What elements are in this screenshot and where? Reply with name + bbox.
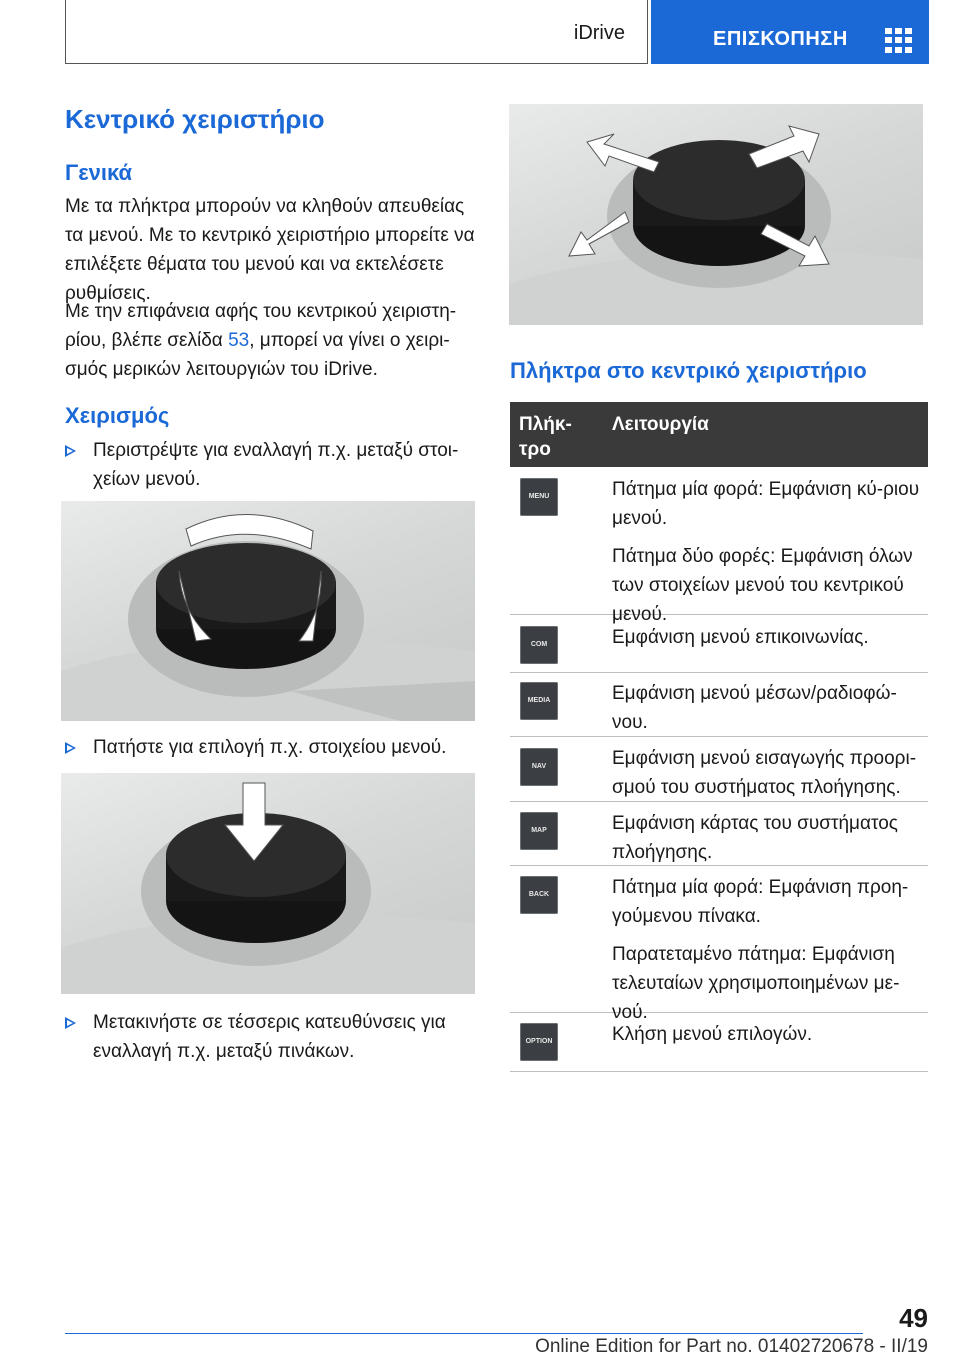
row-text: Παρατεταμένο πάτημα: Εμφάνιση τελευταίων… bbox=[612, 944, 900, 1023]
row-text: Εμφάνιση μενού επικοινωνίας. bbox=[612, 627, 869, 648]
page-number: 49 bbox=[899, 1303, 928, 1333]
page-title: Κεντρικό χειριστήριο bbox=[65, 104, 325, 134]
row-text: Πάτημα δύο φορές: Εμφάνιση όλων των στοι… bbox=[612, 546, 913, 625]
column-header-function: Λειτουργία bbox=[612, 414, 709, 435]
table-row: NAV Εμφάνιση μενού εισαγωγής προορι‐σμού… bbox=[510, 737, 928, 802]
bullet-press: Πατήστε για επιλογή π.χ. στοιχείου μενού… bbox=[65, 733, 475, 762]
row-text: Εμφάνιση κάρτας του συστήματος πλοήγησης… bbox=[612, 813, 898, 863]
table-row: COM Εμφάνιση μενού επικοινωνίας. bbox=[510, 615, 928, 673]
table-row: MAP Εμφάνιση κάρτας του συστήματος πλοήγ… bbox=[510, 802, 928, 866]
nav-key-icon: NAV bbox=[520, 748, 558, 786]
table-row: MEDIA Εμφάνιση μενού μέσων/ραδιοφώ‐νου. bbox=[510, 673, 928, 737]
row-text: Πάτημα μία φορά: Εμφάνιση κύ‐ριου μενού. bbox=[612, 479, 920, 529]
general-paragraph-2: Με την επιφάνεια αφής του κεντρικού χειρ… bbox=[65, 301, 457, 380]
table-row: OPTION Κλήση μενού επιλογών. bbox=[510, 1013, 928, 1072]
general-paragraph-1: Με τα πλήκτρα μπορούν να κληθούν απευθεί… bbox=[65, 196, 475, 304]
controller-rotate-image bbox=[61, 501, 475, 721]
page-link[interactable]: 53 bbox=[228, 330, 250, 351]
bullet-triangle-icon bbox=[65, 445, 76, 457]
bullet-triangle-icon bbox=[65, 742, 76, 754]
com-key-icon: COM bbox=[520, 626, 558, 664]
row-text: Πάτημα μία φορά: Εμφάνιση προη‐γούμενου … bbox=[612, 877, 909, 927]
bullet-triangle-icon bbox=[65, 1017, 76, 1029]
column-header-key: Πλήκ‐τρο bbox=[519, 414, 572, 460]
keys-heading: Πλήκτρα στο κεντρικό χειριστήριο bbox=[510, 358, 867, 383]
controller-press-image bbox=[61, 773, 475, 994]
back-key-icon: BACK bbox=[520, 876, 558, 914]
header-frame: iDrive bbox=[65, 0, 648, 64]
grid-menu-icon bbox=[885, 28, 912, 53]
chapter-tab[interactable]: ΕΠΙΣΚΟΠΗΣΗ bbox=[651, 0, 929, 64]
operation-heading: Χειρισμός bbox=[65, 403, 170, 428]
map-key-icon: MAP bbox=[520, 812, 558, 850]
bullet-move: Μετακινήστε σε τέσσερις κατευθύνσεις για… bbox=[65, 1008, 475, 1066]
controller-move-image bbox=[509, 104, 923, 325]
footer-divider bbox=[65, 1333, 863, 1334]
section-title: iDrive bbox=[573, 22, 625, 44]
footer-edition: Online Edition for Part no. 01402720678 … bbox=[535, 1336, 928, 1357]
option-key-icon: OPTION bbox=[520, 1023, 558, 1061]
table-header: Πλήκ‐τρο Λειτουργία bbox=[510, 402, 928, 467]
table-row: MENU Πάτημα μία φορά: Εμφάνιση κύ‐ριου μ… bbox=[510, 467, 928, 625]
general-heading: Γενικά bbox=[65, 160, 133, 185]
keys-table: Πλήκ‐τρο Λειτουργία MENU Πάτημα μία φορά… bbox=[510, 402, 928, 1072]
menu-key-icon: MENU bbox=[520, 478, 558, 516]
table-row: BACK Πάτημα μία φορά: Εμφάνιση προη‐γούμ… bbox=[510, 866, 928, 1023]
chapter-title: ΕΠΙΣΚΟΠΗΣΗ bbox=[713, 28, 848, 50]
row-text: Εμφάνιση μενού μέσων/ραδιοφώ‐νου. bbox=[612, 683, 897, 733]
bullet-rotate: Περιστρέψτε για εναλλαγή π.χ. μεταξύ στο… bbox=[65, 436, 475, 494]
row-text: Κλήση μενού επιλογών. bbox=[612, 1024, 813, 1045]
media-key-icon: MEDIA bbox=[520, 682, 558, 720]
row-text: Εμφάνιση μενού εισαγωγής προορι‐σμού του… bbox=[612, 748, 917, 798]
